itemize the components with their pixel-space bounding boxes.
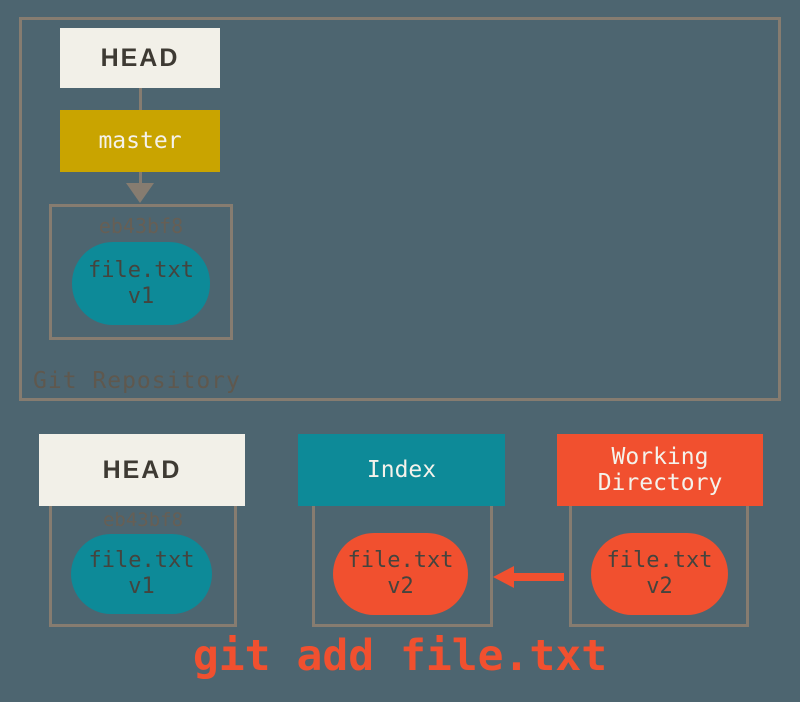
git-repository-label: Git Repository [33,368,241,394]
add-arrow-shaft [513,573,564,581]
index-area-label: Index [366,457,437,483]
head-area-header: HEAD [39,434,245,506]
master-branch-box: master [60,110,220,172]
arrow-left-icon [493,566,514,588]
working-directory-label-line1: Working [611,444,709,470]
master-branch-label: master [98,128,182,154]
commit-box: eb43bf8 [49,204,233,340]
blob-filename: file.txt [606,548,713,573]
blob-filename: file.txt [88,257,194,283]
head-ref-box: HEAD [60,28,220,88]
head-to-master-line [139,88,142,110]
blob-version: v2 [646,574,673,599]
master-to-commit-line [139,172,142,185]
git-repository-box: Git Repository [19,17,781,401]
index-area-box [312,506,493,627]
arrow-down-icon [126,183,154,203]
file-blob-v1-head: file.txt v1 [71,534,212,614]
file-blob-v1-commit: file.txt v1 [72,242,210,325]
working-directory-area-box [569,506,749,627]
command-caption: git add file.txt [192,631,608,681]
blob-filename: file.txt [347,548,454,573]
commit-hash-label: eb43bf8 [98,214,184,238]
file-blob-v2-index: file.txt v2 [333,533,468,615]
head-commit-hash-label: eb43bf8 [102,509,184,531]
blob-version: v2 [387,574,414,599]
working-directory-label-line2: Directory [597,470,723,496]
head-area-box: eb43bf8 [49,506,237,627]
working-directory-header: Working Directory [557,434,763,506]
head-area-label: HEAD [102,456,182,484]
index-area-header: Index [298,434,505,506]
head-ref-label: HEAD [100,43,180,72]
blob-filename: file.txt [88,548,195,573]
blob-version: v1 [128,574,155,599]
file-blob-v2-working-directory: file.txt v2 [591,533,728,615]
blob-version: v1 [127,283,155,309]
